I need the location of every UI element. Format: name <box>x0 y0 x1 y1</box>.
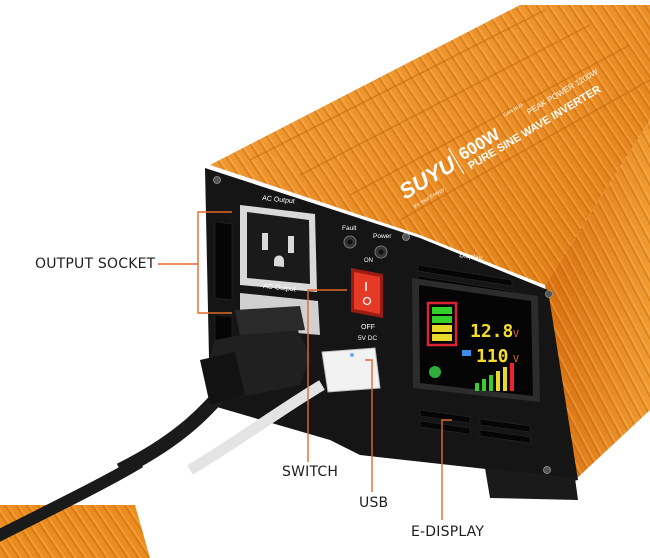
display-label: Display <box>459 252 483 262</box>
fault-indicator: Fault <box>342 225 357 249</box>
load-bars <box>475 363 514 391</box>
callout-lines <box>158 211 452 520</box>
switch-off-label: OFF <box>361 324 375 331</box>
shield-icon <box>429 366 441 378</box>
housing <box>0 5 650 558</box>
voltage-top-unit: V <box>513 329 519 340</box>
switch-on-label: ON <box>364 258 373 264</box>
fault-label: Fault <box>342 225 357 232</box>
power-label: Power <box>373 233 392 240</box>
battery-icon <box>426 301 458 347</box>
lcd-display: Display 12.8 V 110 V <box>412 252 540 402</box>
power-indicator: Power <box>373 233 392 259</box>
e-display-callout: E-DISPLAY <box>411 524 485 540</box>
output-socket-callout: OUTPUT SOCKET <box>35 256 156 272</box>
voltage-bottom: 110 <box>476 346 509 367</box>
voltage-bottom-unit: V <box>513 354 519 365</box>
ac-icon <box>462 350 471 356</box>
socket-top-label: AC Output <box>262 195 295 205</box>
ac-output-socket-top[interactable]: AC Output <box>240 195 317 292</box>
voltage-top: 12.8 <box>470 321 513 342</box>
socket-bottom-label: AC Output <box>263 283 296 293</box>
power-plug-cable <box>0 306 310 542</box>
switch-callout: SWITCH <box>282 464 339 480</box>
usb-label: 5V DC <box>358 335 377 342</box>
rocker-switch[interactable]: ON OFF <box>351 258 383 331</box>
usb-callout: USB <box>359 495 389 511</box>
